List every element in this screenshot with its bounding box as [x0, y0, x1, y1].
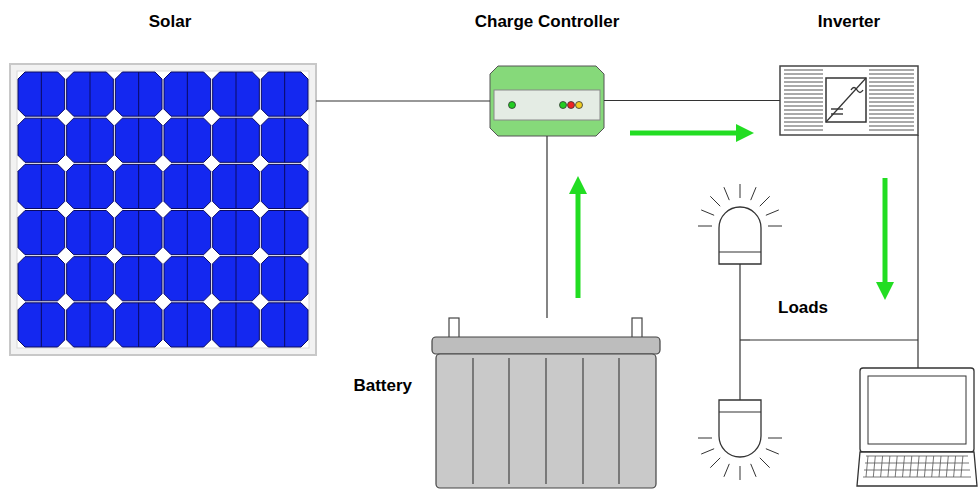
wire [604, 100, 780, 101]
device-label: Inverter [818, 12, 880, 32]
flow-arrow [569, 124, 894, 300]
lamp-icon [698, 184, 782, 264]
inverter-device [780, 66, 918, 135]
group-label: Loads [778, 298, 828, 318]
device-label: Solar [149, 12, 192, 32]
wire [316, 100, 490, 101]
solar-panel [10, 64, 316, 355]
device-node: Charge Controller [490, 66, 604, 136]
device-label: Battery [353, 376, 412, 396]
device-label: Charge Controller [475, 12, 620, 32]
battery-device [432, 318, 660, 488]
charge-controller-device [490, 66, 604, 136]
wire [546, 136, 547, 318]
device-node: Solar [10, 64, 316, 355]
device-node: Inverter [780, 66, 918, 135]
laptop-icon [857, 368, 977, 486]
device-node: Battery [432, 318, 660, 488]
lamp-icon [698, 400, 782, 480]
load-wires [740, 135, 918, 400]
